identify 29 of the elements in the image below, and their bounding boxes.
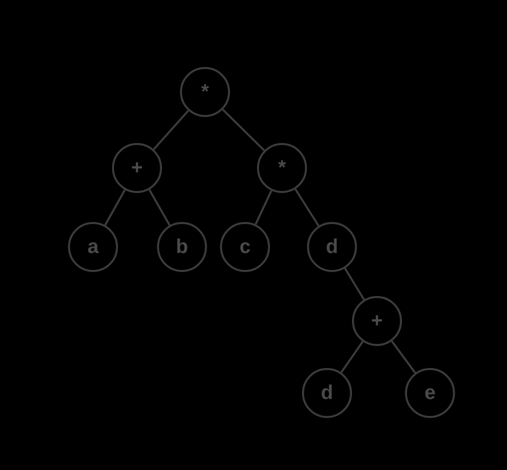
connector-line (148, 189, 170, 226)
node-label: + (131, 158, 143, 178)
connector-line (254, 190, 272, 225)
node-label: a (87, 237, 99, 257)
node-label: d (320, 383, 334, 403)
node-label: b (176, 237, 188, 257)
connector-line (294, 188, 320, 226)
tree-node-circle (180, 67, 230, 117)
tree-node-circle (352, 296, 402, 346)
connector-line (152, 110, 190, 150)
tree-node-circle (157, 222, 207, 272)
tree-node-circle (302, 368, 352, 418)
node-label: e (424, 383, 436, 403)
node-label: d (326, 237, 338, 257)
tree-node-circle (257, 143, 307, 193)
tree-node-circle (112, 143, 162, 193)
connector-line (222, 108, 265, 152)
node-label: + (371, 311, 383, 331)
connector-line (104, 189, 126, 226)
node-label: * (201, 82, 209, 102)
connector-line (340, 340, 364, 374)
connector-line (391, 340, 416, 374)
tree-node-circle (68, 222, 118, 272)
node-label: * (278, 158, 286, 178)
tree-node-circle (220, 222, 270, 272)
connector-line (344, 268, 365, 300)
tree-node-circle (307, 222, 357, 272)
node-label: c (239, 237, 251, 257)
tree-node-circle (405, 368, 455, 418)
